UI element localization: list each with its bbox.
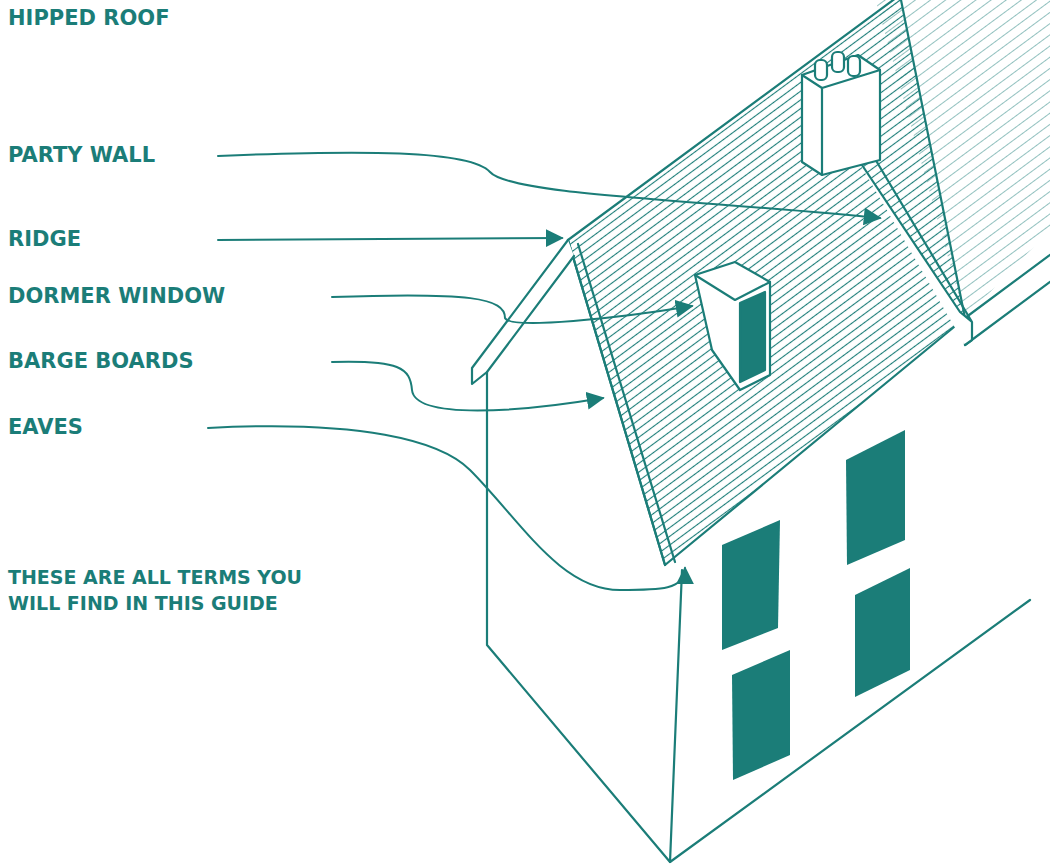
gable-wall (487, 372, 670, 862)
roof-slope (568, 0, 965, 565)
neighbour-eaves (965, 255, 1050, 318)
note-text: THESE ARE ALL TERMS YOU WILL FIND IN THI… (8, 565, 348, 616)
chimney-pot (832, 52, 844, 72)
dormer-glazing (740, 292, 765, 382)
party-wall (852, 142, 972, 345)
part-label: DORMER WINDOW (8, 282, 225, 310)
barge-board (568, 240, 675, 565)
part-label: BARGE BOARDS (8, 347, 194, 375)
neighbour-fascia (965, 282, 1050, 345)
chimney-stack (802, 55, 880, 175)
part-label: PARTY WALL (8, 141, 155, 169)
diagram-title: HIPPED ROOF (8, 4, 169, 32)
gable-barge-board (472, 240, 574, 384)
chimney-pot (848, 56, 860, 76)
leader-lines (208, 153, 880, 590)
windows (722, 430, 910, 780)
part-label: EAVES (8, 413, 83, 441)
chimney-pot (815, 60, 827, 80)
chimney-edges (802, 70, 880, 175)
part-label: RIDGE (8, 225, 81, 253)
dormer (695, 262, 770, 390)
